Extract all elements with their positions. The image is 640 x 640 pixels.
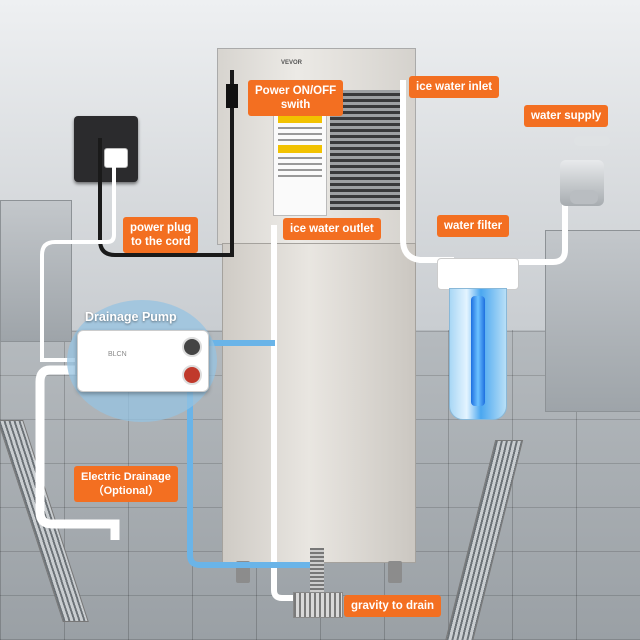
label-power-plug: power plug to the cord (123, 217, 199, 253)
drainage-pump-icon: BLCN (77, 330, 209, 392)
water-filter-cap (437, 258, 519, 290)
label-drainage-pump: Drainage Pump (85, 310, 177, 324)
pump-inlet-port (182, 337, 202, 357)
pump-power-cord (40, 160, 116, 362)
outlet-hose (271, 225, 318, 601)
label-gravity-to-drain: gravity to drain (344, 595, 442, 617)
faucet-handle (574, 136, 610, 146)
label-ice-water-outlet: ice water outlet (283, 218, 381, 240)
label-water-supply: water supply (524, 105, 609, 127)
drain-spring-hose (310, 548, 324, 594)
pump-outlet-port (182, 365, 202, 385)
right-counter (545, 230, 640, 412)
machine-brand: VEVOR (281, 60, 303, 66)
label-power-switch: Power ON/OFF swith (248, 80, 344, 116)
inlet-hose (400, 80, 454, 263)
label-water-filter: water filter (437, 215, 510, 237)
filter-cartridge (471, 296, 485, 406)
supply-hose (516, 200, 568, 265)
machine-foot-right (388, 561, 402, 583)
left-counter (0, 200, 72, 342)
ice-machine-bin (222, 243, 416, 563)
label-ice-water-inlet: ice water inlet (409, 76, 500, 98)
label-electric-drainage: Electric Drainage （Optional） (74, 466, 178, 502)
floor-drain-icon (293, 592, 343, 618)
electric-drainage-pipe (35, 365, 120, 540)
pump-outlet-hose (187, 384, 318, 568)
pump-brand: BLCN (108, 351, 127, 358)
faucet-spout (570, 190, 598, 204)
power-switch-icon (226, 84, 238, 108)
